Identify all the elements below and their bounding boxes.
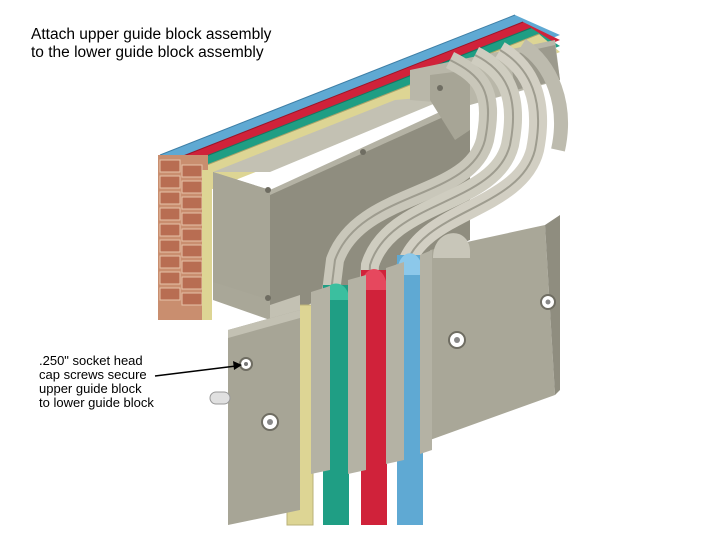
callout-line-4: to lower guide block [39, 395, 154, 410]
callout-line-1: .250" socket head [39, 353, 143, 368]
screw-callout: .250" socket head cap screws secure uppe… [39, 354, 154, 410]
leader-arrow-icon [154, 361, 242, 377]
slide-title: Attach upper guide block assembly to the… [31, 26, 271, 62]
title-line-2: to the lower guide block assembly [31, 44, 264, 61]
curved-ribs [321, 39, 568, 302]
title-line-1: Attach upper guide block assembly [31, 26, 272, 43]
callout-line-3: upper guide block [39, 381, 142, 396]
lower-guide-block-left [209, 310, 300, 525]
socket-head-screw-icon [239, 357, 253, 371]
callout-line-2: cap screws secure [39, 367, 147, 382]
lower-guide-block-right [430, 215, 560, 440]
connector-ends [158, 155, 212, 320]
